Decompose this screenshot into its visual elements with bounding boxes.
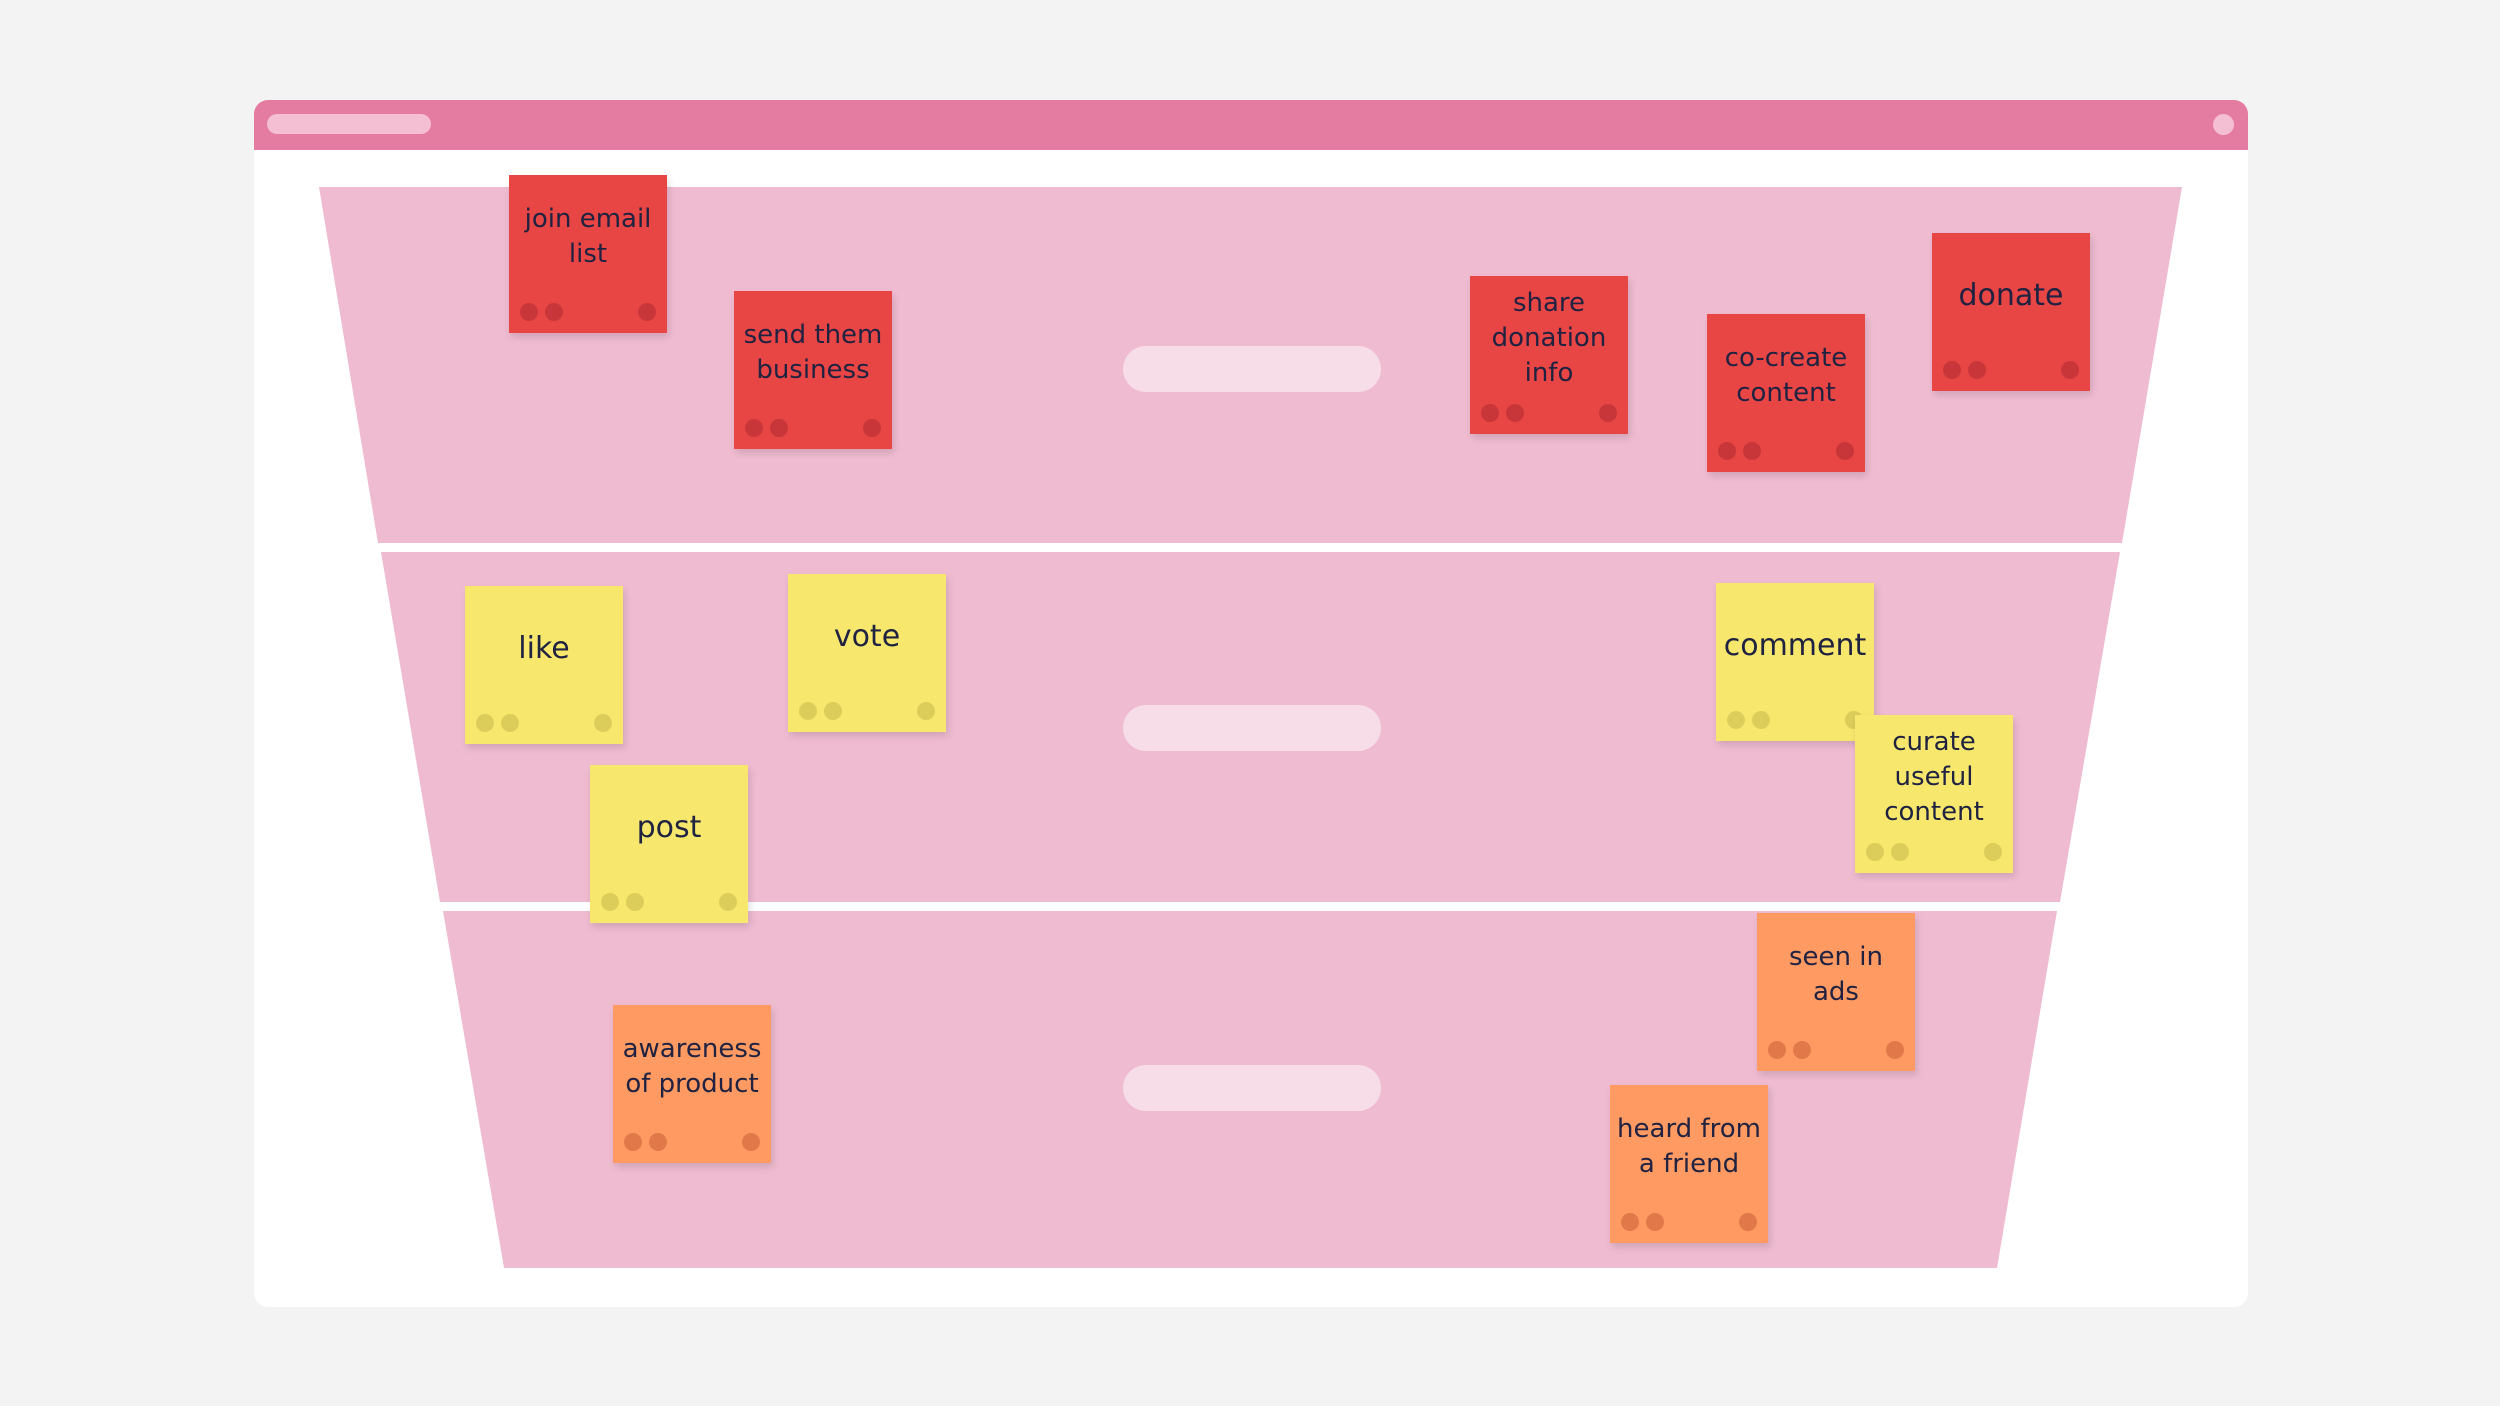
- note-label: curate useful content: [1884, 726, 1984, 827]
- note-label: comment: [1723, 627, 1867, 663]
- sticky-note[interactable]: comment: [1716, 583, 1874, 741]
- note-dot: [745, 419, 763, 437]
- window-control-dot[interactable]: [2213, 114, 2234, 135]
- note-label: heard from a friend: [1617, 1114, 1761, 1179]
- note-dot: [624, 1133, 642, 1151]
- note-dot: [1718, 442, 1736, 460]
- note-dot: [1984, 843, 2002, 861]
- note-dot: [742, 1133, 760, 1151]
- note-label: send them business: [743, 320, 883, 385]
- note-dot: [1481, 404, 1499, 422]
- note-dot: [1793, 1041, 1811, 1059]
- sticky-note[interactable]: join email list: [509, 175, 667, 333]
- whiteboard-window: join email list send them business share…: [254, 100, 2248, 1307]
- note-dot: [1968, 361, 1986, 379]
- sticky-note[interactable]: seen in ads: [1757, 913, 1915, 1071]
- note-dot: [1891, 843, 1909, 861]
- note-dot: [824, 702, 842, 720]
- note-dot: [1646, 1213, 1664, 1231]
- stage-2-label-placeholder: [1123, 705, 1381, 751]
- window-title-placeholder: [267, 114, 431, 134]
- note-label: share donation info: [1491, 287, 1607, 388]
- note-dot: [638, 303, 656, 321]
- note-dot: [1836, 442, 1854, 460]
- note-label: like: [518, 630, 570, 666]
- note-dot: [1739, 1213, 1757, 1231]
- note-label: donate: [1958, 277, 2064, 313]
- note-dot: [917, 702, 935, 720]
- note-dot: [1886, 1041, 1904, 1059]
- title-bar: [254, 100, 2248, 150]
- note-dot: [545, 303, 563, 321]
- note-dot: [799, 702, 817, 720]
- sticky-note[interactable]: like: [465, 586, 623, 744]
- note-dot: [863, 419, 881, 437]
- note-label: seen in ads: [1789, 942, 1883, 1007]
- sticky-note[interactable]: co-create content: [1707, 314, 1865, 472]
- note-dot: [594, 714, 612, 732]
- sticky-note[interactable]: post: [590, 765, 748, 923]
- note-dot: [1621, 1213, 1639, 1231]
- note-dot: [1752, 711, 1770, 729]
- note-dot: [626, 893, 644, 911]
- note-dot: [1727, 711, 1745, 729]
- stage-1-label-placeholder: [1123, 346, 1381, 392]
- note-dot: [1506, 404, 1524, 422]
- sticky-note[interactable]: vote: [788, 574, 946, 732]
- note-dot: [476, 714, 494, 732]
- note-dot: [1743, 442, 1761, 460]
- note-label: post: [636, 809, 702, 845]
- sticky-note[interactable]: donate: [1932, 233, 2090, 391]
- note-label: vote: [833, 618, 901, 654]
- sticky-note[interactable]: send them business: [734, 291, 892, 449]
- note-label: co-create content: [1724, 343, 1848, 408]
- note-dot: [1599, 404, 1617, 422]
- note-label: awareness of product: [622, 1034, 762, 1099]
- note-dot: [520, 303, 538, 321]
- note-dot: [1768, 1041, 1786, 1059]
- note-dot: [1943, 361, 1961, 379]
- note-dot: [770, 419, 788, 437]
- sticky-note[interactable]: curate useful content: [1855, 715, 2013, 873]
- note-dot: [1866, 843, 1884, 861]
- note-dot: [649, 1133, 667, 1151]
- note-dot: [2061, 361, 2079, 379]
- note-dot: [719, 893, 737, 911]
- note-label: join email list: [524, 204, 652, 269]
- sticky-note[interactable]: awareness of product: [613, 1005, 771, 1163]
- sticky-note[interactable]: heard from a friend: [1610, 1085, 1768, 1243]
- note-dot: [601, 893, 619, 911]
- note-dot: [501, 714, 519, 732]
- stage-3-label-placeholder: [1123, 1065, 1381, 1111]
- sticky-note[interactable]: share donation info: [1470, 276, 1628, 434]
